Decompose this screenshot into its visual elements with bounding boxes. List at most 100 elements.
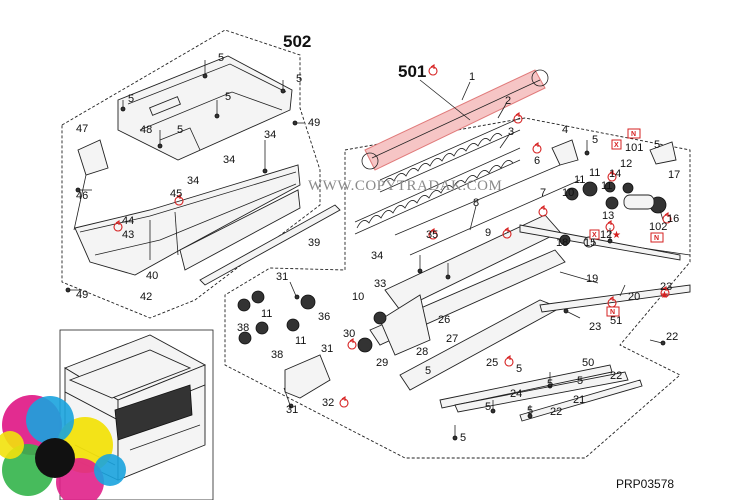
recycle-icon: [660, 285, 670, 298]
part-number: 34: [223, 154, 235, 166]
part-number: 102: [649, 221, 667, 233]
part-number: 36: [318, 311, 330, 323]
recycle-icon: [502, 226, 512, 239]
watermark: WWW.COPYTRADAK.COM: [308, 178, 502, 194]
top-cover-part: [117, 55, 293, 161]
part-number: 14: [609, 168, 621, 180]
part-number: 32: [322, 397, 334, 409]
fuser-frame: [369, 164, 691, 391]
recycle-icon: [428, 63, 438, 76]
part-number: 16: [667, 213, 679, 225]
part-number: 22: [550, 406, 562, 418]
part-number: 17: [668, 169, 680, 181]
heat-roller-highlight: [361, 69, 549, 171]
recycle-icon: [428, 227, 438, 240]
part-number: 8: [473, 197, 479, 209]
drive-gears-lower: [237, 290, 387, 399]
recycle-icons: [113, 63, 672, 408]
part-number: 46: [76, 190, 88, 202]
recycle-icon: [605, 219, 615, 232]
part-number: 23: [660, 281, 672, 293]
part-number: 22: [610, 370, 622, 382]
part-number: 13: [602, 210, 614, 222]
new-mark: N: [631, 131, 636, 138]
lower-frame-part: [74, 164, 301, 276]
part-number: 22: [666, 331, 678, 343]
part-number: 1: [469, 71, 475, 83]
part-number: 29: [376, 357, 388, 369]
part-number: 34: [187, 175, 199, 187]
new-mark: N: [610, 309, 615, 316]
part-number: 11: [574, 174, 585, 186]
lower-rails: [439, 284, 691, 422]
part-number: 42: [140, 291, 152, 303]
part-number: 27: [446, 333, 458, 345]
color-circles-decoration: [0, 395, 126, 500]
part-number: 12: [600, 229, 612, 241]
new-mark: N: [654, 235, 659, 242]
part-number: 5: [460, 432, 466, 444]
part-number: 4: [562, 124, 568, 136]
part-number: 5: [592, 134, 598, 146]
part-numbers: 5 5 5 5 5 47 48 34 34 34 49 49 46 45 44 …: [76, 52, 680, 444]
part-number: 34: [371, 250, 383, 262]
recycle-icon: [113, 219, 123, 232]
assembly-number-501: 501: [398, 62, 426, 81]
recycle-icon: [513, 111, 523, 124]
part-number: 5: [177, 124, 183, 136]
part-number: 7: [540, 187, 546, 199]
part-number: 5: [527, 405, 533, 417]
part-number: 25: [486, 357, 498, 369]
part-number: 5: [225, 91, 231, 103]
part-number: 50: [582, 357, 594, 369]
part-number: 5: [516, 363, 522, 375]
recycle-icon: [662, 211, 672, 224]
part-number: 101: [625, 142, 643, 154]
part-number: 9: [485, 227, 491, 239]
part-number: 11: [261, 308, 272, 320]
recycle-icon: [347, 337, 357, 350]
part-number: 6: [534, 155, 540, 167]
part-number: 31: [276, 271, 288, 283]
recycle-icon: [532, 141, 542, 154]
part-number: 15: [584, 237, 596, 249]
part-number: 31: [321, 343, 333, 355]
recycle-icon: [607, 169, 617, 182]
screws-501: [283, 140, 666, 441]
part-number: 49: [76, 289, 88, 301]
part-number: 5: [547, 378, 553, 390]
side-bracket-left: [73, 139, 109, 231]
part-number: 3: [508, 126, 514, 138]
part-number: 38: [237, 322, 249, 334]
recycle-icon: [339, 395, 349, 408]
part-number: 10: [562, 187, 574, 199]
part-number: 19: [586, 273, 598, 285]
part-number: 5: [654, 139, 660, 151]
recycle-icon: [174, 193, 184, 206]
part-number: 5: [128, 93, 134, 105]
part-number: 40: [146, 270, 158, 282]
part-number: 28: [416, 346, 428, 358]
part-number: 47: [76, 123, 88, 135]
part-number: 5: [218, 52, 224, 64]
part-number: 51: [610, 315, 622, 327]
part-number: 35: [426, 229, 438, 241]
x-mark: X: [592, 232, 597, 239]
glass-strip-39: [199, 204, 341, 286]
part-number: 38: [271, 349, 283, 361]
part-number: 11: [589, 167, 600, 179]
part-number: 30: [343, 328, 355, 340]
part-number: 34: [264, 129, 276, 141]
part-number: 11: [295, 335, 306, 347]
part-number: 48: [140, 124, 152, 136]
part-number: 2: [505, 95, 511, 107]
part-number: 24: [510, 388, 522, 400]
part-number: 18: [556, 237, 568, 249]
part-number: 5: [485, 401, 491, 413]
assembly-501-outline: [224, 117, 691, 459]
leader-lines: [419, 79, 664, 297]
part-number: 49: [308, 117, 320, 129]
marker-boxes: N X N X N: [589, 128, 664, 317]
